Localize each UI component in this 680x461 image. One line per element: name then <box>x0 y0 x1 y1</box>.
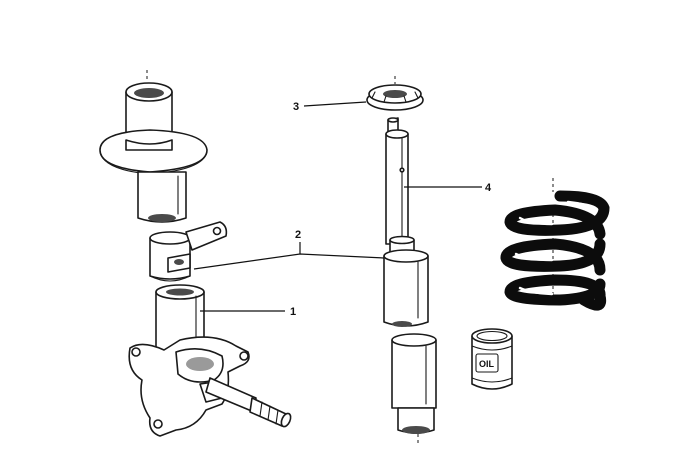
steering-knuckle-icon <box>128 336 292 437</box>
bearing-ring-icon <box>366 76 424 111</box>
leader-lines <box>193 101 482 312</box>
callout-labels: 1 2 3 4 <box>290 101 492 318</box>
strut-housing-icon <box>99 70 208 223</box>
callout-1: 1 <box>290 306 296 318</box>
leader-2 <box>193 253 385 270</box>
coil-spring-icon <box>500 178 610 311</box>
dust-sleeve-icon <box>391 333 437 444</box>
clamp-bracket-icon <box>149 221 228 282</box>
shock-absorber-icon <box>383 117 429 327</box>
leader-3 <box>303 101 367 107</box>
callout-4: 4 <box>485 182 492 194</box>
oil-can-label: OIL <box>479 359 495 369</box>
oil-can-icon: OIL <box>471 328 513 390</box>
callout-2: 2 <box>295 229 301 241</box>
callout-3: 3 <box>293 101 299 113</box>
